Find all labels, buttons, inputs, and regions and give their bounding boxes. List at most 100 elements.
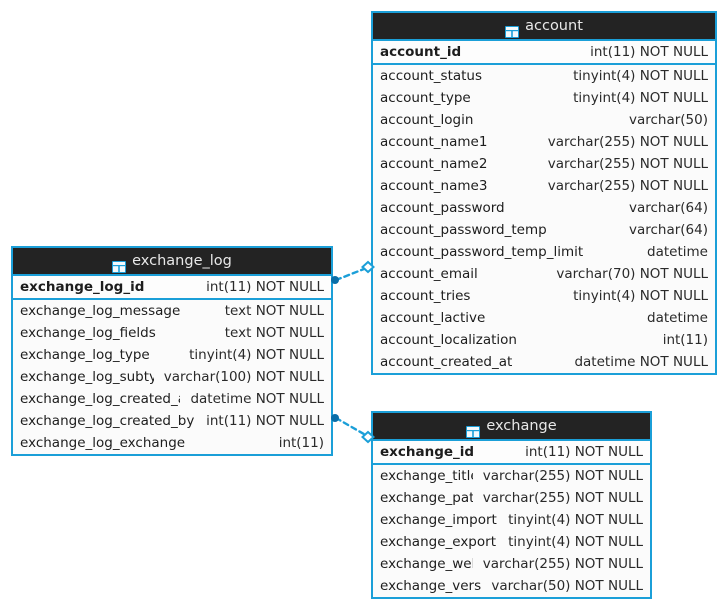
field-row[interactable]: account_lactive datetime bbox=[373, 307, 715, 329]
field-name: account_status bbox=[380, 68, 483, 84]
field-name: account_email bbox=[380, 266, 478, 282]
field-name: exchange_website bbox=[380, 556, 473, 572]
field-type: varchar(50) bbox=[628, 112, 708, 128]
field-row[interactable]: exchange_path varchar(255) NOT NULL bbox=[373, 487, 650, 509]
relationship-line bbox=[334, 416, 371, 439]
field-name: exchange_title bbox=[380, 468, 473, 484]
field-name: account_type bbox=[380, 90, 471, 106]
field-row[interactable]: account_login varchar(50) bbox=[373, 109, 715, 131]
field-name: account_id bbox=[380, 44, 462, 60]
field-name: exchange_log_id bbox=[20, 279, 145, 295]
relationship-line bbox=[334, 265, 371, 282]
primary-key-block: account_id int(11) NOT NULL bbox=[373, 41, 715, 65]
field-row[interactable]: exchange_log_created_at datetime NOT NULL bbox=[13, 388, 331, 410]
field-type: datetime bbox=[647, 310, 708, 326]
entity-title: exchange bbox=[486, 418, 557, 434]
field-name: account_localization bbox=[380, 332, 517, 348]
field-name: account_created_at bbox=[380, 354, 513, 370]
field-type: varchar(255) NOT NULL bbox=[547, 156, 708, 172]
field-type: int(11) NOT NULL bbox=[206, 413, 324, 429]
field-name: exchange_path bbox=[380, 490, 473, 506]
field-name: account_lactive bbox=[380, 310, 486, 326]
field-row[interactable]: exchange_log_exchange int(11) bbox=[13, 432, 331, 454]
field-name: exchange_log_type bbox=[20, 347, 150, 363]
field-type: varchar(64) bbox=[628, 200, 708, 216]
field-type: varchar(255) NOT NULL bbox=[547, 134, 708, 150]
field-type: text NOT NULL bbox=[224, 303, 324, 319]
entity-header-exchange_log[interactable]: exchange_log bbox=[13, 248, 331, 276]
field-name: account_password_temp_limit bbox=[380, 244, 584, 260]
field-name: account_password_temp bbox=[380, 222, 547, 238]
field-row[interactable]: account_password_temp varchar(64) bbox=[373, 219, 715, 241]
primary-key-block: exchange_id int(11) NOT NULL bbox=[373, 441, 650, 465]
field-name: exchange_import bbox=[380, 512, 497, 528]
field-name: exchange_log_message bbox=[20, 303, 181, 319]
field-row[interactable]: exchange_title varchar(255) NOT NULL bbox=[373, 465, 650, 487]
field-name: account_login bbox=[380, 112, 474, 128]
field-type: int(11) NOT NULL bbox=[525, 444, 643, 460]
field-name: exchange_log_fields bbox=[20, 325, 156, 341]
field-row[interactable]: exchange_export tinyint(4) NOT NULL bbox=[373, 531, 650, 553]
field-type: datetime bbox=[647, 244, 708, 260]
field-type: varchar(64) bbox=[628, 222, 708, 238]
field-row[interactable]: exchange_log_subtype varchar(100) NOT NUL… bbox=[13, 366, 331, 388]
field-name: exchange_log_created_at bbox=[20, 391, 181, 407]
field-name: exchange_export bbox=[380, 534, 496, 550]
field-row[interactable]: exchange_website varchar(255) NOT NULL bbox=[373, 553, 650, 575]
field-row[interactable]: account_name2 varchar(255) NOT NULL bbox=[373, 153, 715, 175]
field-row[interactable]: account_name1 varchar(255) NOT NULL bbox=[373, 131, 715, 153]
field-name: account_name3 bbox=[380, 178, 488, 194]
entity-header-account[interactable]: account bbox=[373, 13, 715, 41]
field-type: tinyint(4) NOT NULL bbox=[573, 68, 708, 84]
field-name: account_name2 bbox=[380, 156, 488, 172]
field-type: tinyint(4) NOT NULL bbox=[508, 512, 643, 528]
field-row[interactable]: exchange_import tinyint(4) NOT NULL bbox=[373, 509, 650, 531]
field-type: datetime NOT NULL bbox=[190, 391, 324, 407]
table-icon bbox=[505, 21, 520, 38]
table-icon bbox=[112, 256, 127, 273]
field-name: exchange_log_subtype bbox=[20, 369, 154, 385]
field-name: exchange_log_exchange bbox=[20, 435, 186, 451]
field-type: tinyint(4) NOT NULL bbox=[573, 288, 708, 304]
field-name: exchange_id bbox=[380, 444, 475, 460]
field-type: varchar(100) NOT NULL bbox=[163, 369, 324, 385]
table-icon bbox=[466, 421, 481, 438]
field-row[interactable]: account_status tinyint(4) NOT NULL bbox=[373, 65, 715, 87]
field-type: int(11) NOT NULL bbox=[590, 44, 708, 60]
field-name: account_name1 bbox=[380, 134, 488, 150]
field-row[interactable]: account_password_temp_limit datetime bbox=[373, 241, 715, 263]
field-type: varchar(255) NOT NULL bbox=[482, 468, 643, 484]
entity-header-exchange[interactable]: exchange bbox=[373, 413, 650, 441]
field-type: varchar(255) NOT NULL bbox=[547, 178, 708, 194]
field-type: varchar(255) NOT NULL bbox=[482, 556, 643, 572]
primary-key-row[interactable]: exchange_id int(11) NOT NULL bbox=[373, 441, 650, 463]
field-row[interactable]: exchange_log_message text NOT NULL bbox=[13, 300, 331, 322]
field-row[interactable]: account_name3 varchar(255) NOT NULL bbox=[373, 175, 715, 197]
field-type: int(11) bbox=[278, 435, 324, 451]
field-type: tinyint(4) NOT NULL bbox=[508, 534, 643, 550]
entity-title: exchange_log bbox=[132, 253, 232, 269]
field-row[interactable]: exchange_version varchar(50) NOT NULL bbox=[373, 575, 650, 597]
field-type: varchar(50) NOT NULL bbox=[491, 578, 643, 594]
field-name: exchange_version bbox=[380, 578, 482, 594]
field-type: varchar(255) NOT NULL bbox=[482, 490, 643, 506]
entity-title: account bbox=[525, 18, 583, 34]
primary-key-row[interactable]: account_id int(11) NOT NULL bbox=[373, 41, 715, 63]
